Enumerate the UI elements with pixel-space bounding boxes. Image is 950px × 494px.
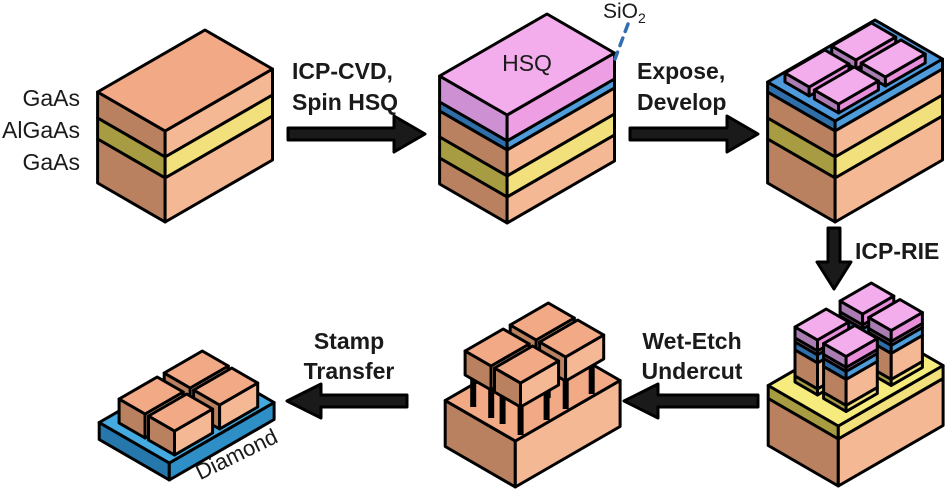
etched-pillars-structure	[766, 281, 945, 488]
step-label-wetetch-line2: Undercut	[641, 358, 743, 384]
layer-label-gaas-top: GaAs	[22, 85, 80, 111]
layer-label-algaas: AlGaAs	[2, 117, 80, 143]
arrow-stamp-left	[285, 382, 409, 420]
arrow-icprie-down	[815, 226, 853, 291]
step-label-wetetch-line1: Wet-Etch	[642, 328, 742, 354]
sio2-callout-line	[613, 22, 630, 61]
step-label-expose: Expose, Develop	[637, 56, 726, 118]
patterned-gaas-substrate	[766, 114, 944, 224]
step-label-icpcvd-line1: ICP-CVD,	[292, 58, 393, 84]
annotation-hsq: HSQ	[502, 50, 552, 76]
step-label-stamp-line2: Transfer	[303, 358, 395, 384]
arrow-expose-right	[628, 114, 760, 154]
step-label-icpcvd-line2: Spin HSQ	[292, 89, 399, 115]
step-label-expose-line1: Expose,	[637, 58, 726, 84]
stack-hsq-coated	[438, 12, 616, 225]
step-label-stamp-line1: Stamp	[313, 328, 385, 354]
stack-gaas-substrate	[438, 133, 616, 225]
arrow-icpcvd-right	[286, 114, 427, 154]
stack-initial-wafer	[96, 28, 274, 224]
pillar-front	[822, 324, 879, 413]
arrow-wetetch-left	[622, 382, 760, 420]
etched-base	[766, 323, 945, 488]
stack-initial-gaas-substrate	[96, 114, 274, 224]
diamond-structure	[97, 349, 276, 482]
undercut-structure	[443, 303, 622, 489]
stack-initial-top-face	[96, 28, 274, 133]
step-label-stamp: Stamp Transfer	[289, 326, 409, 386]
layer-label-gaas-bottom: GaAs	[22, 149, 80, 175]
step-label-icpcvd: ICP-CVD, Spin HSQ	[292, 56, 398, 118]
stack-patterned	[766, 18, 944, 224]
annotation-sio2: SiO2	[603, 0, 646, 26]
stack-hsq-top-face	[438, 12, 616, 117]
step-label-icprie: ICP-RIE	[855, 238, 940, 264]
step-label-wetetch: Wet-Etch Undercut	[627, 326, 757, 386]
step-label-expose-line2: Develop	[637, 89, 727, 115]
annotation-sio2-sub: 2	[638, 10, 646, 27]
annotation-sio2-base: SiO	[603, 0, 639, 23]
